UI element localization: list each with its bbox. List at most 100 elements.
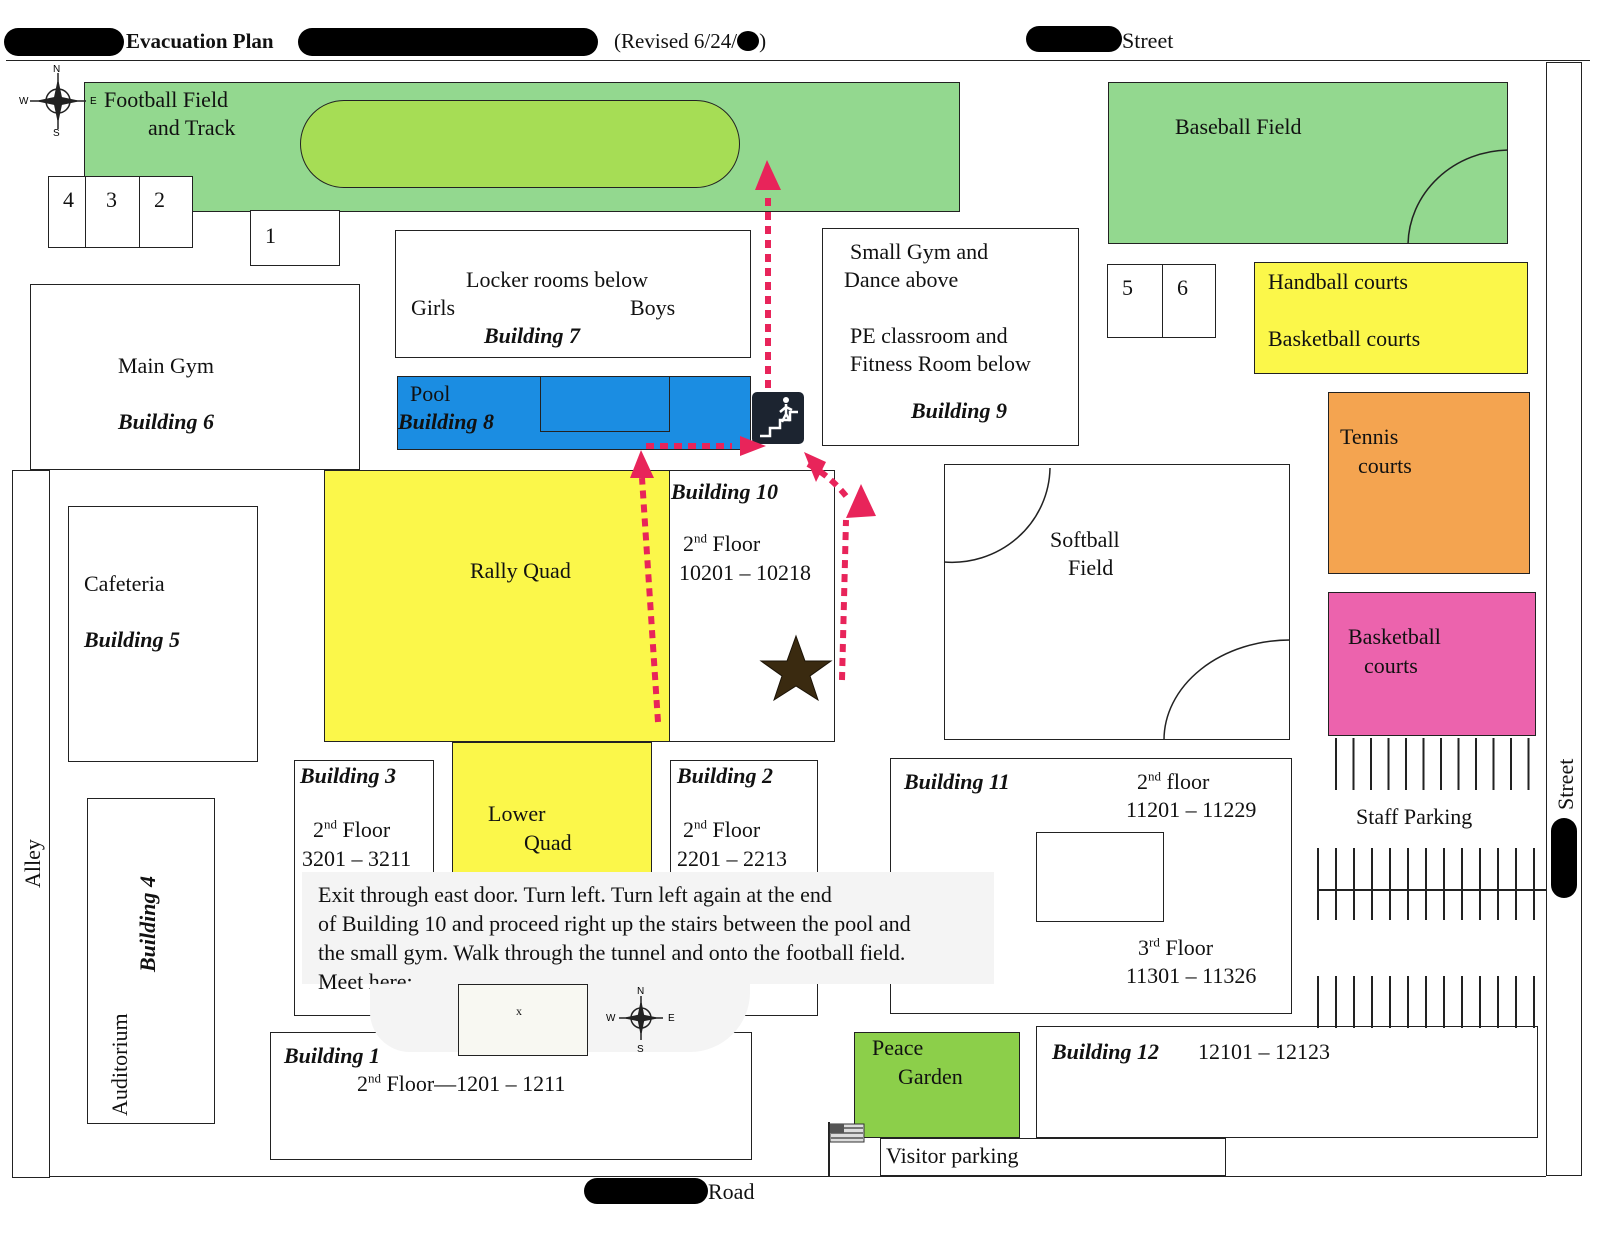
building-9-name: Building 9: [911, 398, 1007, 423]
baseball-field: [1108, 82, 1508, 244]
staff-parking-label: Staff Parking: [1356, 804, 1473, 829]
visitor-parking: [880, 1138, 1226, 1176]
right-street-strip: [1546, 62, 1582, 1176]
building-3-floor-text: 2nd Floor: [313, 816, 391, 842]
instruction-line-1: Exit through east door. Turn left. Turn …: [318, 882, 832, 907]
peace-garden-label-2: Garden: [898, 1064, 963, 1089]
building-9: [822, 228, 1079, 446]
compass-icon-top: [30, 73, 86, 129]
building-7-girls: Girls: [411, 295, 455, 320]
small-building-6-label: 6: [1177, 275, 1188, 300]
building-5-name: Building 5: [84, 627, 180, 652]
compass-bottom-s: S: [637, 1044, 644, 1055]
building-2-floor: 2nd Floor: [683, 816, 761, 842]
softball-label-1: Softball: [1050, 527, 1120, 552]
route-arrowheads: [630, 160, 876, 518]
rally-quad: [324, 470, 670, 742]
building-11-name: Building 11: [904, 769, 1010, 794]
compass-bottom-w: W: [606, 1013, 616, 1024]
compass-top-e: E: [90, 96, 97, 107]
small-building-4-label: 4: [63, 187, 74, 212]
softball-label-2: Field: [1068, 555, 1114, 580]
auditorium-building-4: [87, 798, 215, 1124]
basketball-pink-label-2: courts: [1364, 653, 1418, 678]
building-9-line1: Small Gym and: [850, 239, 989, 264]
compass-bottom-e: E: [668, 1013, 675, 1024]
building-7-boys: Boys: [630, 295, 676, 320]
visitor-parking-label: Visitor parking: [886, 1143, 1019, 1168]
pool-inner: [540, 376, 670, 432]
small-building-5-label: 5: [1122, 275, 1133, 300]
building-7-name: Building 7: [484, 323, 580, 348]
main-gym-label: Main Gym: [118, 353, 214, 378]
small-building-2: [139, 176, 193, 248]
pool-label: Pool: [410, 381, 451, 406]
instruction-line-3: the small gym. Walk through the tunnel a…: [318, 940, 906, 965]
tennis-label-1: Tennis: [1340, 424, 1399, 449]
building-6-name: Building 6: [118, 409, 214, 434]
lower-quad-label-1: Lower: [488, 801, 546, 826]
lower-quad-label-2: Quad: [524, 830, 572, 855]
redacted-road-name: [584, 1178, 708, 1204]
rally-quad-label: Rally Quad: [470, 558, 571, 583]
compass-bottom-n: N: [637, 986, 644, 997]
redacted-name-2: [298, 28, 598, 56]
building-9-line4: Fitness Room below: [850, 351, 1031, 376]
basketball-courts-pink: [1328, 592, 1536, 736]
baseball-label: Baseball Field: [1175, 114, 1302, 139]
football-label-1: Football Field: [104, 87, 229, 112]
arrow-up-quad: [630, 450, 654, 478]
building-8-name: Building 8: [398, 409, 494, 434]
redacted-year: [737, 31, 760, 51]
staff-parking-lines: [1317, 738, 1546, 1028]
building-7-line1: Locker rooms below: [466, 267, 649, 292]
tennis-courts: [1328, 392, 1530, 574]
building-11-inner: [1036, 832, 1164, 922]
building-11-floor2: 2nd floor: [1137, 768, 1210, 794]
handball-basketball-courts: [1254, 262, 1528, 374]
handball-label: Handball courts: [1268, 269, 1408, 294]
building-12: [1036, 1026, 1538, 1138]
building-3-name: Building 3: [300, 763, 396, 788]
meet-here-marker: x: [516, 1004, 522, 1018]
arrow-up-field: [755, 160, 781, 190]
building-11-floor2-rooms: 11201 – 11229: [1126, 797, 1257, 822]
alley-strip: [12, 470, 50, 1178]
building-9-line3: PE classroom and: [850, 323, 1008, 348]
compass-top-n: N: [53, 64, 60, 75]
instruction-line-2: of Building 10 and proceed right up the …: [318, 911, 911, 936]
softball-arc-top: [943, 467, 1051, 564]
building-2-rooms: 2201 – 2213: [677, 846, 787, 871]
building-3-rooms: 3201 – 3211: [302, 846, 412, 871]
building-12-rooms: 12101 – 12123: [1198, 1039, 1330, 1064]
parking-row-3: [1317, 976, 1535, 1028]
building-10: [669, 470, 835, 742]
building-10-name: Building 10: [671, 479, 778, 504]
small-building-1-label: 1: [265, 223, 276, 248]
peace-garden: [854, 1032, 1020, 1138]
meet-here-box: [458, 984, 588, 1056]
arrow-left-stairs: [804, 452, 826, 482]
redacted-right-street: [1551, 818, 1577, 898]
building-12-name: Building 12: [1052, 1039, 1159, 1064]
arrow-right-stairs: [740, 436, 766, 456]
basketball-top-label: Basketball courts: [1268, 326, 1421, 351]
building-10-floor: 2nd Floor: [683, 530, 761, 556]
lower-quad: [452, 742, 652, 882]
building-9-line2: Dance above: [844, 267, 959, 292]
cafeteria-label: Cafeteria: [84, 571, 165, 596]
top-boundary-line: [6, 60, 1590, 61]
football-label-2: and Track: [148, 115, 236, 140]
building-11-floor3: 3rd Floor: [1138, 934, 1214, 960]
small-building-3-label: 3: [106, 187, 117, 212]
building-11-floor3-rooms: 11301 – 11326: [1126, 963, 1257, 988]
street-top-label: Street: [1122, 28, 1174, 53]
pool-building-8: [397, 376, 751, 450]
plan-title: Evacuation Plan: [126, 29, 274, 53]
peace-garden-label-1: Peace: [872, 1035, 924, 1060]
revised-date: (Revised 6/24/): [614, 29, 767, 53]
small-building-6: [1162, 264, 1216, 338]
tennis-label-2: courts: [1358, 453, 1412, 478]
baseball-diamond-arc: [1407, 149, 1509, 245]
evacuation-instructions: Exit through east door. Turn left. Turn …: [302, 872, 994, 994]
